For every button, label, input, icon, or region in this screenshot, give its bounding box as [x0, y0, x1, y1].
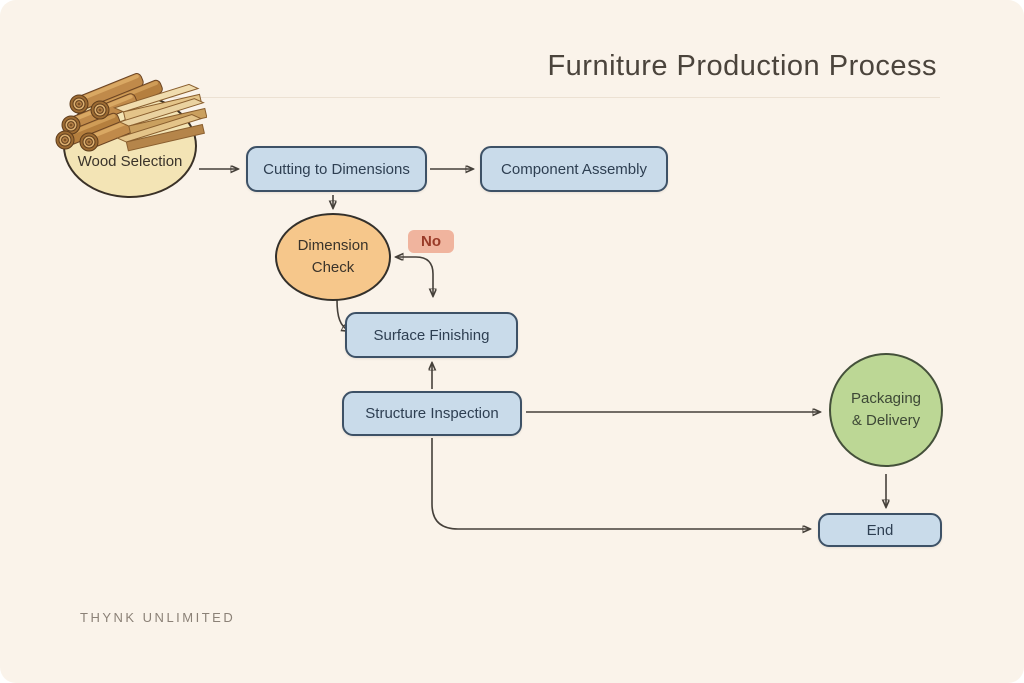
header-divider	[160, 97, 940, 98]
edge-inspection-to-end	[431, 438, 810, 529]
page-title: Furniture Production Process	[547, 50, 937, 82]
node-packaging-delivery: Packaging & Delivery	[829, 353, 943, 467]
brand-logo-text: THYNK UNLIMITED	[80, 610, 236, 625]
edge-no-loop	[396, 257, 433, 296]
node-label-line2: & Delivery	[851, 412, 921, 429]
node-structure-inspection: Structure Inspection	[342, 391, 522, 436]
node-label-line1: Dimension	[297, 237, 369, 255]
node-label: End	[866, 521, 894, 539]
node-label-line2: Check	[311, 259, 355, 276]
node-end: End	[818, 513, 942, 547]
node-label: Wood Selection	[77, 153, 183, 170]
node-label: Structure Inspection	[365, 405, 499, 422]
node-label-line1: Packaging	[850, 390, 922, 408]
node-label: Surface Finishing	[373, 326, 490, 344]
node-label: Cutting to Dimensions	[263, 160, 410, 178]
node-component-assembly: Component Assembly	[480, 146, 668, 192]
node-label: Component Assembly	[501, 160, 647, 178]
node-cutting-to-dimensions: Cutting to Dimensions	[246, 146, 427, 192]
node-surface-finishing: Surface Finishing	[345, 312, 518, 358]
node-wood-selection: Wood Selection	[63, 94, 197, 198]
node-dimension-check: Dimension Check	[275, 213, 391, 301]
branch-label-no: No	[408, 230, 454, 253]
